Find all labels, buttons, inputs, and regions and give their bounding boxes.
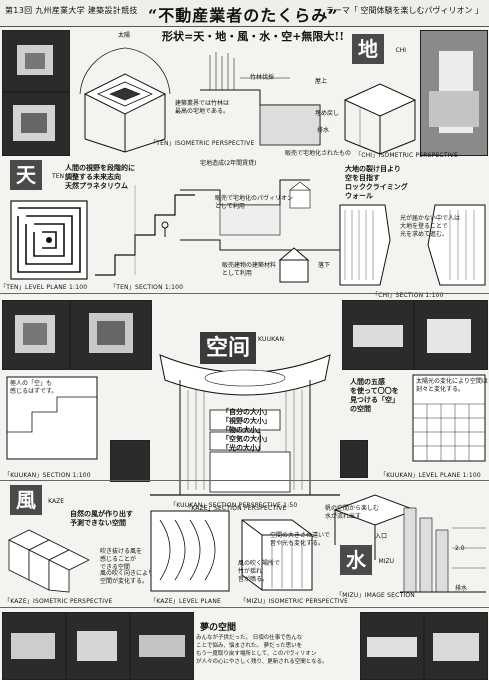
kaze-level-plane-drawing <box>150 510 230 592</box>
mizu-roman: MIZU <box>378 558 394 565</box>
chi-section-caption: 「CHI」SECTION 1:100 <box>372 292 444 299</box>
ten-level-plane-drawing <box>10 200 88 280</box>
model-photo-kuukan-1 <box>2 300 70 370</box>
fillin-label: 埋め戻し <box>315 110 340 117</box>
kaze-note-2: 風の吹く向きにより 空間が変化する。 <box>100 570 154 585</box>
ten-roman: TEN <box>52 173 64 180</box>
subtitle: 形状=天・地・風・水・空+無限大!! <box>162 30 345 43</box>
kuukan-section-perspective-drawing <box>150 354 340 496</box>
divider-2 <box>0 480 489 481</box>
kuukan-kanji: 空间 <box>205 335 250 361</box>
chi-description: 大地の裂け目より 空を目指す ロッククライミング ウォール <box>345 165 408 200</box>
entrance-label: 入口 <box>375 533 388 540</box>
level-label: 2.0 <box>455 545 465 552</box>
fall-label: 落下 <box>318 262 331 269</box>
kuukan-sp-caption: 「KUUKAN」SECTION PERSPECTIVE 1:50 <box>170 502 298 509</box>
kuukan-right-note: 人間の五感 を使って〇〇を 見つける「空」 の空間 <box>350 378 399 413</box>
header-bar: 第13回 九州産業大学 建築設計競技 “不動産業者のたくらみ” テーマ「 空間体… <box>0 0 489 27</box>
dream-text: みんなが子供だった。 日頃の仕事で色んな ことで悩み、悩まされた。 夢だった思い… <box>196 635 328 665</box>
chi-note: 光が届かない中で人は 大地を登ることで 光を求めて進む。 <box>400 215 461 238</box>
kaze-roman: KAZE <box>48 498 64 505</box>
kuukan-plane-caption: 「KUUKAN」LEVEL PLANE 1:100 <box>380 472 481 479</box>
ten-isometric-drawing <box>79 47 171 153</box>
model-photo-bottom-4 <box>360 612 424 680</box>
model-photo-bottom-1 <box>2 612 66 680</box>
dream-title: 夢の空間 <box>200 623 237 633</box>
kaze-plane-caption: 「KAZE」LEVEL PLANE <box>150 598 221 605</box>
kaze-sp-caption: 「KAZE」SECTION PERSPECTIVE <box>185 505 287 512</box>
pavilion-use-label: 販売で宅地化のパヴィリオン として利用 <box>215 195 294 210</box>
chi-roman: CHI <box>395 47 406 54</box>
drain-label-1: 排水 <box>317 127 330 134</box>
resale-top-label: 販売で宅地化されたもの <box>285 150 352 157</box>
kaze-kanji-badge: 風 KAZE <box>10 485 64 515</box>
kuukan-level-plane-drawing <box>412 374 486 462</box>
roof-label: 屋上 <box>315 78 328 85</box>
kaze-kanji: 風 <box>16 488 36 512</box>
kuukan-roman: KUUKAN <box>258 336 285 343</box>
model-photo-bottom-2 <box>66 612 130 680</box>
mizu-kanji: 水 <box>346 548 366 572</box>
model-photo-chi <box>420 30 488 156</box>
resale-label: 販売建物の建築材料 として利用 <box>222 262 277 277</box>
ten-iso-note: 建築業界では竹林は 最高の宅地である。 <box>175 100 230 115</box>
ten-section-caption: 「TEN」SECTION 1:100 <box>110 284 184 291</box>
ten-iso-caption: 「TEN」ISOMETRIC PERSPECTIVE <box>150 140 255 147</box>
sun-label: 太陽 <box>118 32 131 39</box>
bamboo-cut-label: 竹林伐採 <box>250 74 275 81</box>
kaze-iso-caption: 「KAZE」ISOMETRIC PERSPECTIVE <box>4 598 113 605</box>
kuukan-section-caption: 「KUUKAN」SECTION 1:100 <box>4 472 91 479</box>
kaze-note-3: 空間の大きさの違いで 音や光も変化する。 <box>270 532 330 547</box>
model-photo-ten-1 <box>2 30 70 92</box>
model-photo-bottom-5 <box>424 612 488 680</box>
chi-kanji-badge: 地 CHI <box>352 34 406 64</box>
kuukan-list: 「自分の大小」 「視野の大小」 「物の大小」 「空気の大小」 「光の大小」 <box>222 408 271 452</box>
model-photo-kuukan-3 <box>342 300 414 370</box>
chi-kanji: 地 <box>358 37 378 61</box>
model-photo-ten-2 <box>2 92 70 156</box>
model-photo-bottom-3 <box>130 612 194 680</box>
theme-label: テーマ「 空間体験を楽しむパヴィリオン 」 <box>325 6 483 15</box>
photo-bamboo-right <box>340 440 368 478</box>
kuukan-left-note: 極人の「空」も 感じるはずです。 <box>10 380 58 395</box>
main-title: “不動産業者のたくらみ” <box>148 6 339 25</box>
mizu-note-1: 帆の空間から楽しむ 水が流れ出す <box>325 505 380 520</box>
competition-name: 第13回 九州産業大学 建築設計競技 <box>5 6 138 15</box>
ten-section-drawing <box>95 185 195 276</box>
kaze-note-4: 風の吹く場所で 竹が揺れ 音が鳴る。 <box>238 560 281 583</box>
kuukan-kanji-badge: 空间 <box>200 332 256 364</box>
chi-isometric-drawing <box>343 83 417 155</box>
kaze-description: 自然の風が作り出す 予測できない空間 <box>70 510 133 527</box>
model-photo-kuukan-4 <box>414 300 488 370</box>
drain-label-2: 排水 <box>455 585 468 592</box>
photo-bamboo-left <box>110 440 150 482</box>
divider-3 <box>0 607 489 608</box>
mizu-iso-caption: 「MIZU」ISOMETRIC PERSPECTIVE <box>240 598 349 605</box>
ten-kanji-badge: 天 TEN <box>10 160 64 190</box>
lease-label: 宅地造成(2年間賃貸) <box>200 160 257 167</box>
ten-kanji: 天 <box>16 163 36 187</box>
chi-iso-caption: 「CHI」ISOMETRIC PERSPECTIVE <box>355 152 458 159</box>
ten-description: 人間の視野を段階的に 調整する未来志向 天然プラネタリウム <box>65 164 135 190</box>
ten-plane-caption: 「TEN」LEVEL PLANE 1:100 <box>0 284 88 291</box>
kaze-isometric-drawing <box>8 529 90 593</box>
mizu-image-section-drawing <box>400 507 486 593</box>
mizu-kanji-badge: 水 MIZU <box>340 545 394 575</box>
kaze-section-perspective-drawing <box>241 519 313 591</box>
kaze-note-1: 吹き抜ける風を 感じることが できる空間 <box>100 548 143 571</box>
chi-section-middle <box>180 179 340 283</box>
chi-section-drawing <box>339 204 486 286</box>
mizu-image-caption: 「MIZU」IMAGE SECTION <box>336 592 415 599</box>
chi-section-top <box>200 52 321 146</box>
model-photo-kuukan-2 <box>70 300 152 370</box>
kuukan-section-drawing <box>6 376 98 460</box>
kuukan-plane-note: 太陽光の変化により空間は 刻々と変化する。 <box>416 378 488 393</box>
divider-1 <box>0 293 489 294</box>
